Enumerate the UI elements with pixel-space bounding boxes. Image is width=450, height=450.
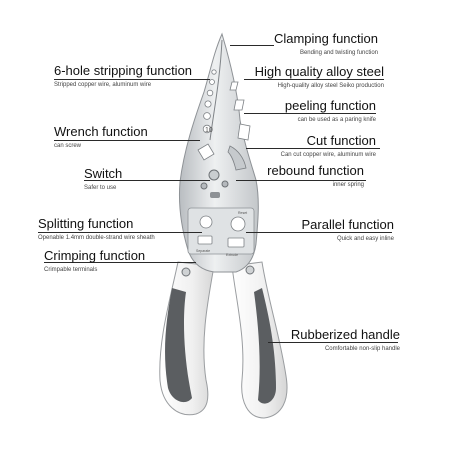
line-wrench [54,140,200,141]
splitting-holes [197,215,246,248]
feature-subtitle: Crimpable terminals [44,267,98,273]
feature-subtitle: inner spring [332,182,364,188]
feature-subtitle: Can cut copper wire, aluminum wire [280,152,376,158]
feature-title: Rubberized handle [290,327,400,342]
extrude-marking: Extrude [226,253,238,257]
feature-subtitle: Stripped copper wire, aluminum wire [54,82,152,88]
feature-title: Clamping function [273,31,378,46]
feature-switch: Switch Safer to use [84,166,122,192]
feature-clamping: Clamping function Bending and twisting f… [274,31,378,57]
feature-title: Wrench function [54,124,148,139]
feature-subtitle: Comfortable non-slip handle [324,346,400,352]
feature-title: High quality alloy steel [254,64,384,79]
left-rivet [181,267,191,277]
right-grip [254,288,276,404]
line-crimping [44,262,196,263]
line-peeling [244,113,376,114]
feature-title: Switch [84,166,123,181]
pivot-screw [208,169,220,181]
feature-alloy: High quality alloy steel High-quality al… [255,64,384,90]
line-switch [84,180,210,181]
feature-subtitle: Safer to use [84,185,117,191]
line-rebound [236,180,366,181]
line-splitting [38,232,202,233]
tool-number-marking: 10 [205,127,213,134]
feature-cut: Cut function Can cut copper wire, alumin… [281,133,376,159]
feature-title: rebound function [267,163,364,178]
feature-title: Splitting function [38,216,134,231]
feature-handle: Rubberized handle Comfortable non-slip h… [291,327,400,353]
left-grip [165,288,192,403]
line-handle [268,342,398,343]
feature-six-hole: 6-hole stripping function Stripped coppe… [54,63,192,89]
feature-rebound: rebound function inner spring [267,163,364,189]
feature-crimping: Crimping function Crimpable terminals [44,248,145,274]
feature-subtitle: can be used as a paring knife [297,117,376,123]
feature-subtitle: Bending and twisting function [299,50,378,56]
feature-title: Crimping function [44,248,146,263]
feature-title: Cut function [306,133,376,148]
left-handle [159,261,215,416]
switch-knob [210,192,220,198]
line-clamping [230,45,274,46]
feature-wrench: Wrench function can screw [54,124,148,150]
line-parallel [246,232,392,233]
feature-title: Parallel function [301,217,395,232]
feature-splitting: Splitting function Openable 1.4mm double… [38,216,155,242]
stripping-holes [202,69,217,134]
feature-title: peeling function [284,98,376,113]
wrench-notch [197,143,215,161]
feature-subtitle: Quick and easy inline [336,236,394,242]
separate-marking: Separate [196,249,210,253]
right-rivet [245,265,255,275]
line-alloy [244,79,384,80]
feature-subtitle: High-quality alloy steel Seiko productio… [277,83,384,89]
feature-subtitle: Openable 1.4mm double-strand wire sheath [38,235,155,241]
feature-subtitle: can screw [54,143,82,149]
feature-peeling: peeling function can be used as a paring… [285,98,376,124]
reset-marking: Reset [238,211,247,215]
feature-title: 6-hole stripping function [54,63,193,78]
right-handle [231,261,288,419]
line-six-hole [54,79,210,80]
cutter [227,145,247,171]
feature-parallel: Parallel function Quick and easy inline [302,217,395,243]
line-cut [246,148,380,149]
